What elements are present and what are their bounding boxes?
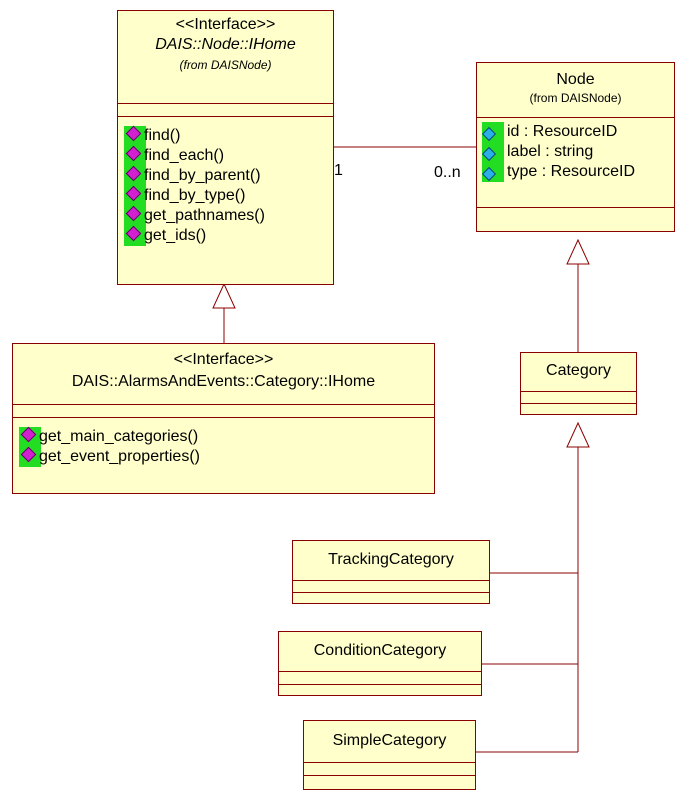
attribute-row[interactable]: type : ResourceID bbox=[477, 162, 674, 182]
from-package: (from DAISNode) bbox=[179, 58, 272, 72]
class-category-ihome[interactable]: <<Interface>> DAIS::AlarmsAndEvents::Cat… bbox=[12, 343, 435, 494]
generalization-arrow-category bbox=[566, 421, 590, 448]
class-node[interactable]: Node (from DAISNode) id : ResourceID lab… bbox=[476, 62, 675, 232]
operation-compartment bbox=[304, 775, 475, 776]
operation-compartment: get_main_categories() get_event_properti… bbox=[13, 417, 434, 467]
attribute-compartment: id : ResourceID label : string type : Re… bbox=[477, 117, 674, 207]
attribute-compartment bbox=[521, 391, 636, 403]
class-condition-category[interactable]: ConditionCategory bbox=[278, 631, 482, 696]
attribute-compartment bbox=[13, 404, 434, 417]
generalization-arrow-ihome bbox=[212, 282, 236, 309]
from-package: (from DAISNode) bbox=[529, 91, 622, 105]
attribute-row[interactable]: label : string bbox=[477, 142, 674, 162]
class-name: SimpleCategory bbox=[332, 732, 447, 749]
operation-row[interactable]: get_event_properties() bbox=[13, 446, 434, 467]
attribute-compartment bbox=[118, 103, 333, 116]
operation-row[interactable]: find() bbox=[118, 125, 333, 146]
operation-compartment bbox=[293, 592, 489, 593]
operation-row[interactable]: get_pathnames() bbox=[118, 205, 333, 226]
class-name: DAIS::Node::IHome bbox=[155, 36, 296, 53]
class-category-ihome-header: <<Interface>> DAIS::AlarmsAndEvents::Cat… bbox=[13, 344, 434, 404]
operation-compartment bbox=[477, 207, 674, 208]
class-name: ConditionCategory bbox=[313, 642, 447, 659]
operation-row[interactable]: find_by_type() bbox=[118, 185, 333, 206]
operation-row[interactable]: find_each() bbox=[118, 145, 333, 166]
attribute-compartment bbox=[304, 762, 475, 775]
operation-row[interactable]: find_by_parent() bbox=[118, 165, 333, 186]
class-simple-category[interactable]: SimpleCategory bbox=[303, 720, 476, 790]
attribute-compartment bbox=[293, 580, 489, 592]
right-multiplicity: 0..n bbox=[434, 164, 461, 181]
class-node-header: Node (from DAISNode) bbox=[477, 63, 674, 117]
attribute-compartment bbox=[279, 671, 481, 684]
class-ihome[interactable]: <<Interface>> DAIS::Node::IHome (from DA… bbox=[117, 10, 334, 285]
class-ihome-header: <<Interface>> DAIS::Node::IHome (from DA… bbox=[118, 11, 333, 103]
operation-compartment bbox=[279, 684, 481, 685]
operation-compartment bbox=[521, 403, 636, 404]
left-multiplicity: 1 bbox=[334, 162, 343, 179]
class-category[interactable]: Category bbox=[520, 352, 637, 415]
operation-compartment: find() find_each() find_by_parent() find… bbox=[118, 116, 333, 246]
operation-row[interactable]: get_main_categories() bbox=[13, 426, 434, 447]
class-name: TrackingCategory bbox=[328, 551, 454, 568]
generalization-arrow-node bbox=[566, 238, 590, 265]
class-name: DAIS::AlarmsAndEvents::Category::IHome bbox=[71, 373, 376, 390]
class-tracking-category[interactable]: TrackingCategory bbox=[292, 540, 490, 604]
stereotype-label: <<Interface>> bbox=[173, 351, 274, 368]
class-name: Node bbox=[556, 71, 595, 88]
stereotype-label: <<Interface>> bbox=[175, 16, 276, 33]
class-name: Category bbox=[546, 362, 611, 379]
operation-row[interactable]: get_ids() bbox=[118, 225, 333, 246]
attribute-row[interactable]: id : ResourceID bbox=[477, 122, 674, 142]
